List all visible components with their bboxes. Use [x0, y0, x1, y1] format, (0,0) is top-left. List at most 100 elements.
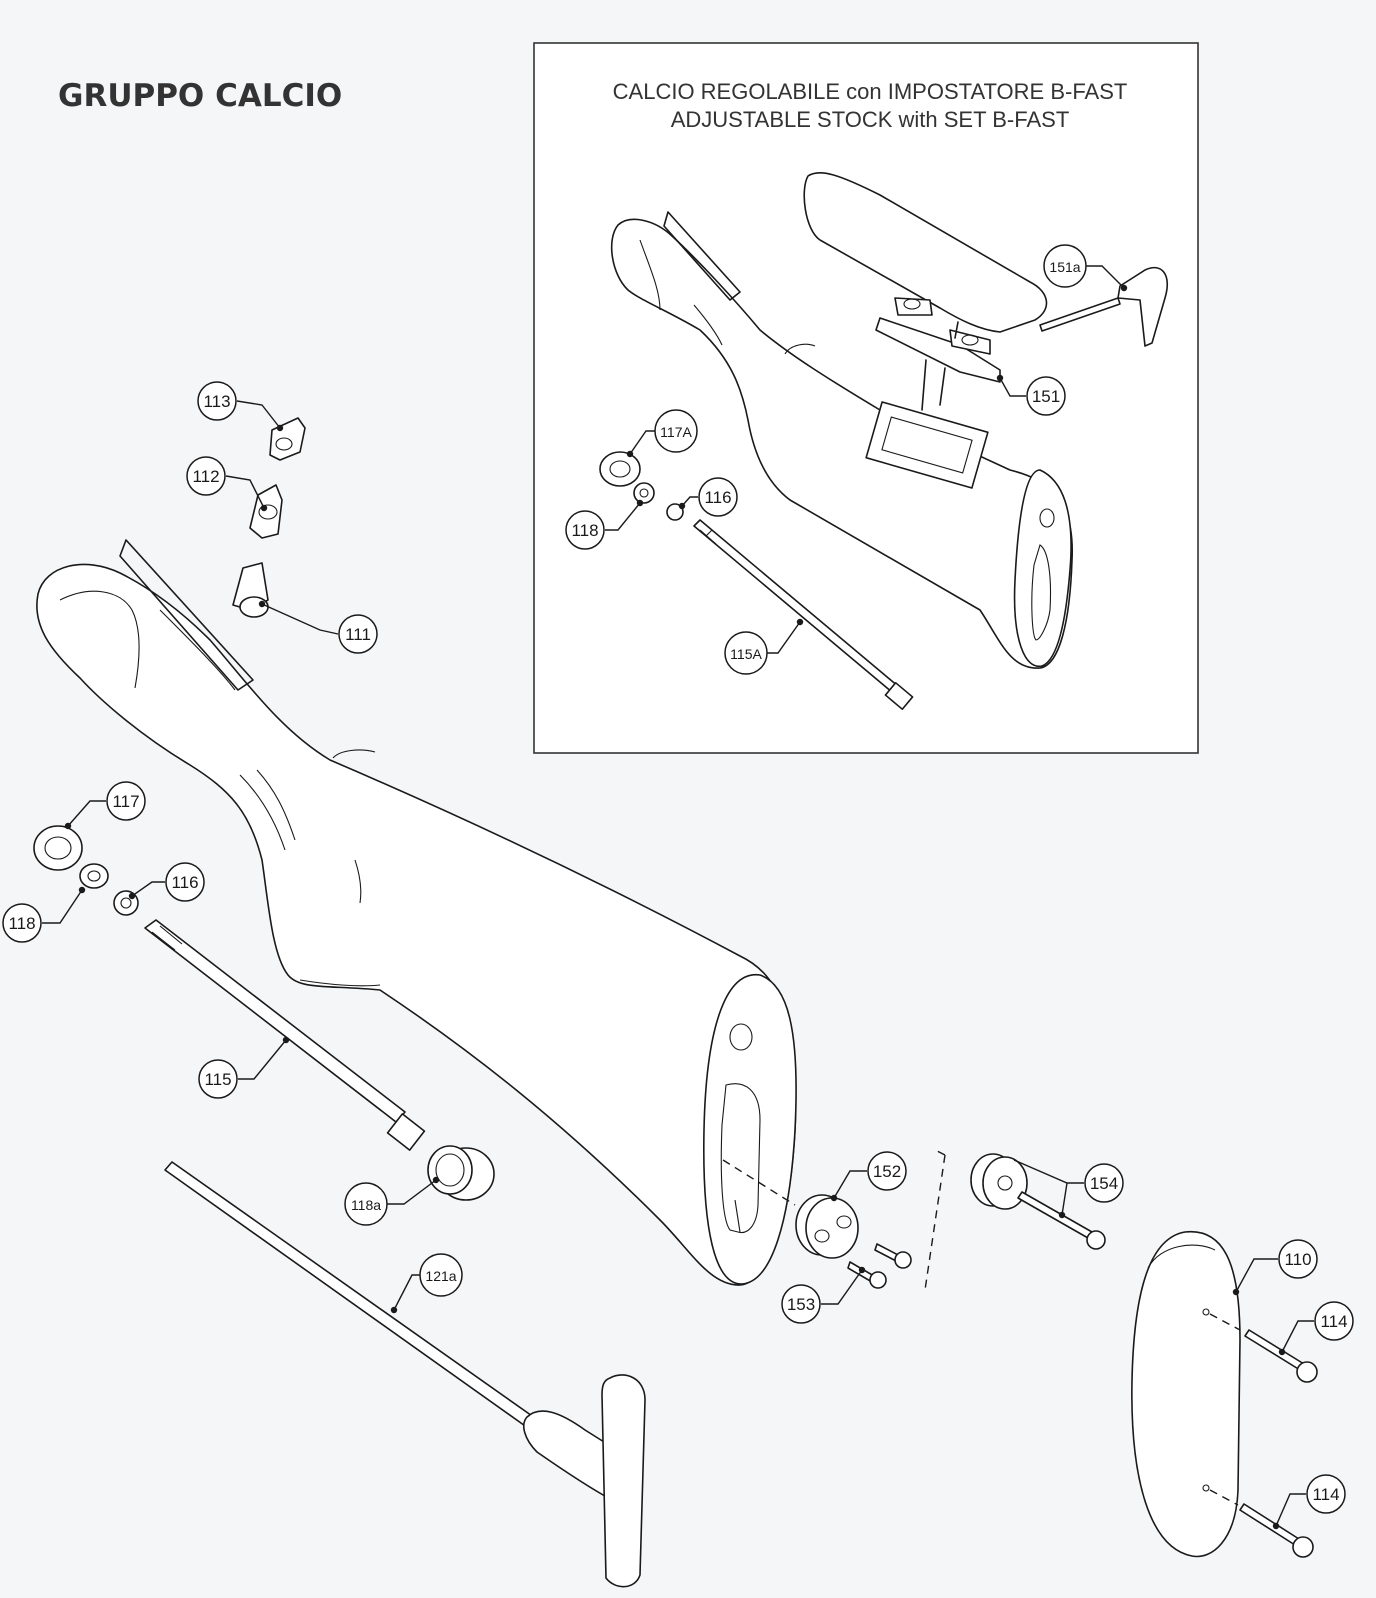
callout-leader-117A	[629, 430, 656, 455]
callout-leader-111	[261, 603, 339, 635]
callout-leader-151a	[1085, 265, 1125, 289]
callout-dot-116	[128, 892, 136, 900]
callout-116: 116	[128, 862, 205, 902]
callout-label-118a: 118a	[351, 1197, 381, 1213]
callout-layer: 113112111117118116115118a121a15215315411…	[2, 244, 1354, 1530]
callout-dot-118a	[432, 1176, 440, 1184]
callout-label-116: 116	[171, 873, 198, 892]
alignment-dash-stock	[722, 1159, 796, 1206]
callout-dot-113	[276, 424, 284, 432]
page-title: GRUPPO CALCIO	[58, 78, 342, 114]
callout-leader-114-top	[1281, 1320, 1314, 1353]
callout-113: 113	[197, 381, 284, 432]
part-118-washer	[79, 863, 109, 889]
callout-label-115: 115	[204, 1070, 231, 1089]
callout-label-113: 113	[203, 392, 230, 411]
callout-label-112: 112	[192, 467, 219, 486]
callout-label-111: 111	[345, 625, 371, 644]
callout-110: 110	[1232, 1239, 1318, 1296]
callout-circle-151	[1026, 376, 1066, 416]
inset-adjustable-stock: CALCIO REGOLABILE con IMPOSTATORE B-FAST…	[533, 42, 1199, 754]
callout-circle-121a	[419, 1253, 463, 1297]
callout-leader-151	[999, 377, 1026, 397]
callout-111: 111	[258, 600, 378, 654]
callout-circle-114-bottom	[1306, 1474, 1346, 1514]
callout-circle-116-inset	[698, 477, 738, 517]
inset-washer-118	[633, 482, 655, 504]
callout-label-151a: 151a	[1049, 259, 1080, 275]
alignment-dash-adapter	[924, 1149, 946, 1291]
callout-dot-118	[78, 886, 86, 894]
inset-stock-body	[610, 211, 1073, 669]
callout-leader-154	[1013, 1159, 1084, 1216]
callout-dot-111	[258, 600, 266, 608]
part-153-screws	[847, 1243, 912, 1289]
callout-115: 115	[198, 1036, 290, 1099]
inset-frame	[533, 42, 1199, 754]
callout-dot-115	[282, 1036, 290, 1044]
callout-dot-112	[260, 504, 268, 512]
part-113-swivel	[269, 417, 306, 461]
callout-circle-113	[197, 381, 237, 421]
callout-circle-115	[198, 1059, 238, 1099]
callout-leader-113	[236, 400, 281, 429]
callout-circle-116	[165, 862, 205, 902]
callout-circle-111	[338, 614, 378, 654]
callout-leader-117	[67, 800, 106, 827]
callout-121a: 121a	[390, 1253, 463, 1314]
callout-dot-110	[1232, 1288, 1240, 1296]
callout-dot-151a	[1120, 284, 1128, 292]
part-112-swivel	[249, 484, 283, 539]
callout-label-118-inset: 118	[571, 521, 598, 540]
callout-circle-152	[867, 1151, 907, 1191]
part-117-washer	[33, 825, 83, 871]
callout-circle-117	[106, 781, 146, 821]
callout-label-117: 117	[112, 792, 139, 811]
callout-117: 117	[64, 781, 146, 830]
callout-dot-117A	[626, 450, 634, 458]
callout-leader-153	[821, 1269, 863, 1305]
part-110-recoil-pad	[1131, 1230, 1241, 1558]
main-stock-body	[36, 539, 797, 1286]
callout-circle-118	[2, 903, 42, 943]
callout-dot-115A	[796, 618, 804, 626]
callout-dot-117	[64, 822, 72, 830]
callout-114-bottom: 114	[1272, 1474, 1346, 1530]
inset-lockwasher-116	[666, 503, 684, 521]
callout-label-121a: 121a	[425, 1268, 456, 1284]
inset-title-en: ADJUSTABLE STOCK with SET B-FAST	[671, 107, 1070, 132]
callout-leader-118a	[386, 1179, 437, 1205]
callout-117A: 117A	[626, 409, 698, 458]
callout-118a: 118a	[344, 1176, 440, 1226]
callout-circle-117A	[654, 409, 698, 453]
callout-114-top: 114	[1278, 1301, 1354, 1356]
callout-label-153: 153	[787, 1295, 815, 1314]
callout-dot-152	[830, 1194, 838, 1202]
callout-leader-115A	[766, 621, 801, 654]
inset-washer-117A	[599, 451, 641, 487]
callout-151: 151	[996, 374, 1066, 416]
callout-leader-112	[225, 475, 265, 509]
callout-label-151: 151	[1032, 387, 1060, 406]
callout-leader-114-bottom	[1275, 1493, 1306, 1527]
callout-label-114-bottom: 114	[1312, 1485, 1339, 1504]
part-118a-nut	[427, 1145, 495, 1201]
callout-circle-151a	[1043, 244, 1087, 288]
callout-circle-114-top	[1314, 1301, 1354, 1341]
callout-leader-118-inset	[605, 502, 641, 531]
part-114-screw-bottom	[1209, 1489, 1314, 1558]
callout-leader-118	[42, 889, 83, 924]
callout-circle-154	[1084, 1163, 1124, 1203]
callout-dot-154	[1058, 1211, 1066, 1219]
callout-circle-118-inset	[565, 510, 605, 550]
callout-dot-114-bottom	[1272, 1522, 1280, 1530]
callout-label-117A: 117A	[660, 424, 692, 440]
inset-cheek-piece	[803, 172, 1048, 333]
callout-leader-115	[238, 1039, 287, 1080]
callout-leader-110	[1235, 1258, 1278, 1293]
callout-152: 152	[830, 1151, 907, 1202]
callout-label-116-inset: 116	[704, 488, 731, 507]
callout-dot-114-top	[1278, 1348, 1286, 1356]
part-111-swivel-base	[232, 562, 269, 618]
